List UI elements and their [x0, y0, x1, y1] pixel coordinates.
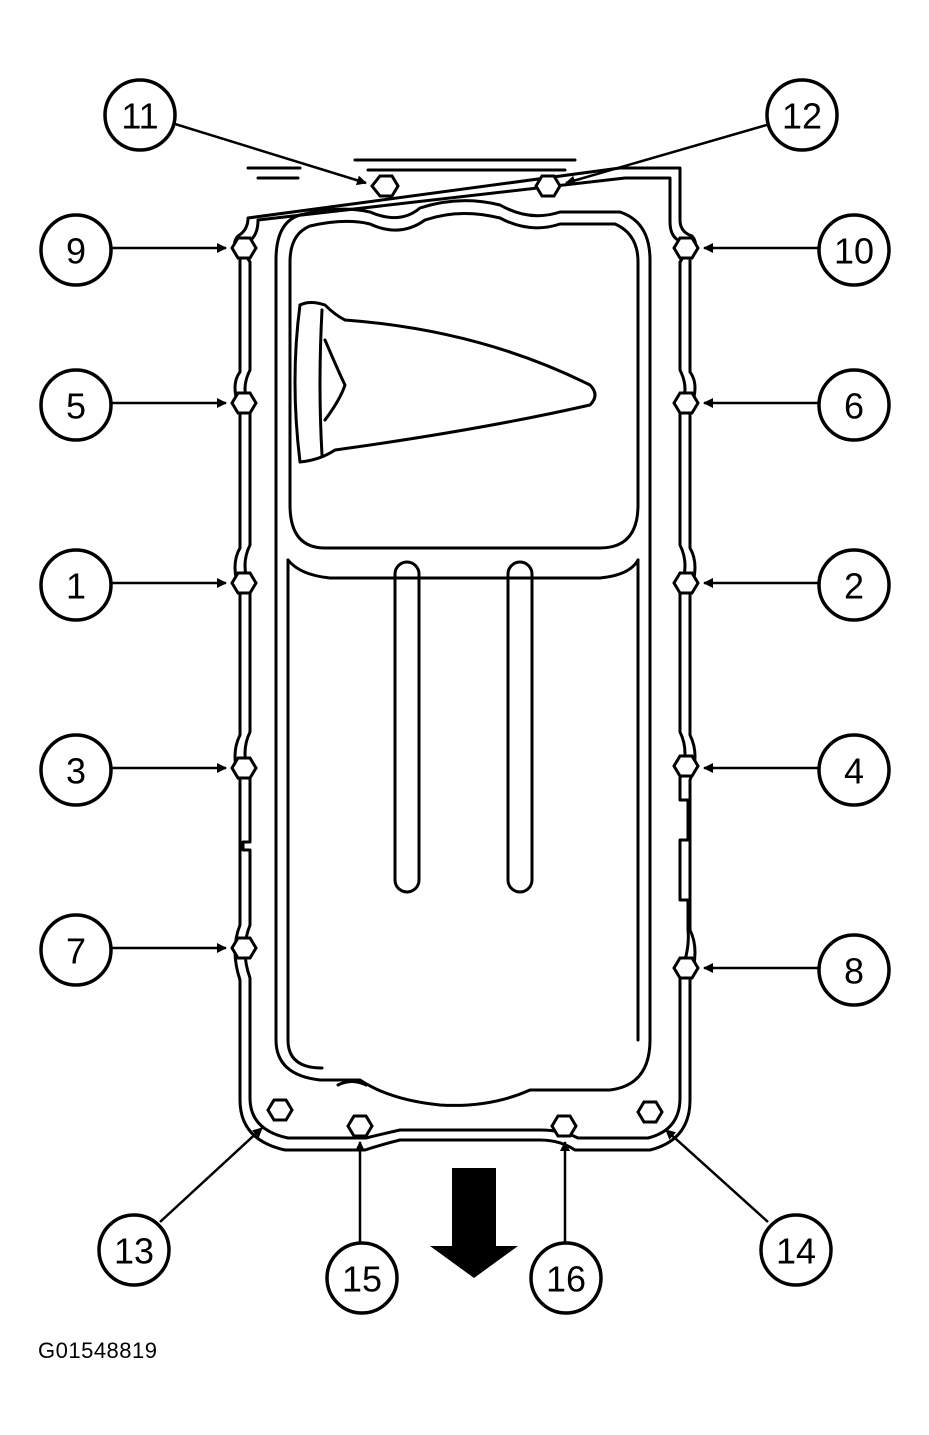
leader-13 [159, 1127, 263, 1223]
callout-4: 4 [817, 733, 891, 807]
svg-text:13: 13 [114, 1231, 154, 1272]
figure-code: G01548819 [38, 1338, 158, 1363]
callout-3: 3 [39, 733, 113, 807]
callout-9: 9 [39, 213, 113, 287]
bolt-4 [672, 754, 700, 778]
bolt-9 [230, 236, 258, 260]
bolts [230, 174, 700, 1138]
bolt-15 [346, 1114, 374, 1138]
svg-text:4: 4 [844, 751, 864, 792]
svg-text:15: 15 [342, 1259, 382, 1300]
bolt-12 [534, 174, 562, 198]
callout-8: 8 [817, 933, 891, 1007]
bolt-8 [672, 956, 700, 980]
svg-text:2: 2 [844, 566, 864, 607]
callout-10: 10 [817, 213, 891, 287]
bolt-11 [370, 174, 400, 198]
callout-5: 5 [39, 368, 113, 442]
bolt-14 [636, 1100, 664, 1124]
svg-text:3: 3 [66, 751, 86, 792]
leader-12 [565, 122, 771, 186]
svg-text:11: 11 [121, 96, 158, 137]
pan-flange [233, 158, 697, 1152]
svg-text:1: 1 [66, 566, 86, 607]
callout-12: 12 [765, 78, 839, 152]
callout-13: 13 [97, 1213, 171, 1287]
front-arrow-down-icon [430, 1168, 518, 1278]
callout-7: 7 [39, 913, 113, 987]
svg-text:12: 12 [782, 96, 822, 137]
callout-15: 15 [325, 1241, 399, 1315]
bolt-16 [550, 1114, 578, 1138]
svg-text:9: 9 [66, 231, 86, 272]
svg-text:16: 16 [546, 1259, 586, 1300]
svg-text:6: 6 [844, 386, 864, 427]
bolt-5 [230, 391, 258, 415]
callout-11: 11 [103, 78, 177, 152]
callout-1: 1 [39, 548, 113, 622]
svg-text:8: 8 [844, 951, 864, 992]
bolt-13 [266, 1098, 294, 1122]
bolt-1 [230, 571, 258, 595]
bolt-2 [672, 571, 700, 595]
leader-lines [110, 122, 820, 1245]
pan-well [274, 199, 652, 1107]
bolt-7 [230, 936, 258, 960]
svg-text:14: 14 [776, 1231, 816, 1272]
callout-16: 16 [529, 1241, 603, 1315]
svg-text:7: 7 [66, 931, 86, 972]
callout-14: 14 [759, 1213, 833, 1287]
bolt-6 [672, 391, 700, 415]
callouts: 11 12 9 10 5 6 1 2 3 4 7 8 13 15 16 14 [39, 78, 891, 1315]
svg-text:5: 5 [66, 386, 86, 427]
leader-14 [665, 1129, 769, 1223]
callout-6: 6 [817, 368, 891, 442]
leader-11 [174, 122, 367, 186]
svg-text:10: 10 [834, 231, 874, 272]
callout-2: 2 [817, 548, 891, 622]
bolt-10 [672, 236, 700, 260]
bolt-3 [230, 756, 258, 780]
